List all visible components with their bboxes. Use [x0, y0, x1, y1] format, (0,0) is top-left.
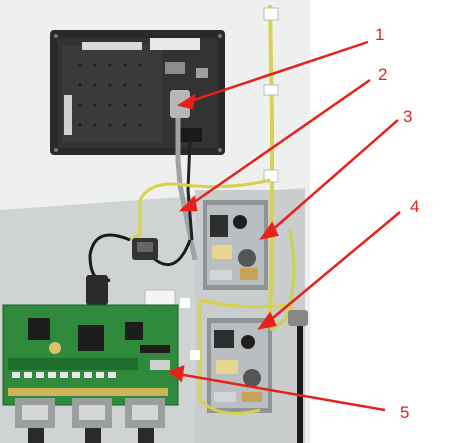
callout-arrow-1 [176, 93, 196, 110]
callout-label-2: 2 [378, 65, 387, 84]
right-margin [310, 0, 450, 443]
hmi-ce-label [150, 38, 200, 50]
callout-line-5 [177, 372, 386, 412]
pcb-board [2, 304, 179, 406]
hmi-side-label [64, 95, 72, 135]
cable-clip-top [263, 7, 279, 21]
cable-tie-2 [190, 350, 200, 360]
callout-arrow-5 [167, 365, 185, 383]
hmi-db9-port [165, 62, 185, 74]
callout-arrow-3 [259, 221, 279, 240]
yellow-cable-left [129, 200, 142, 242]
callout-arrow-2 [178, 195, 198, 212]
yellow-cable-loop [138, 178, 271, 201]
callout-arrow-4 [257, 311, 277, 330]
cable-gland [288, 310, 308, 326]
cable-clip-low [263, 169, 279, 183]
hmi-sticker [82, 42, 142, 50]
cable-tie-1 [180, 298, 190, 308]
hmi-ethernet-port [196, 68, 208, 78]
power-supply-2 [207, 318, 272, 413]
callout-label-1: 1 [375, 25, 384, 44]
callout-line-1 [187, 40, 369, 104]
vertical-cable [268, 4, 274, 321]
callout-label-5: 5 [400, 403, 409, 422]
power-supply-1 [203, 200, 268, 290]
callout-label-4: 4 [410, 197, 419, 216]
callout-line-4 [267, 211, 401, 323]
callout-line-3 [269, 119, 399, 233]
callout-line-2 [189, 78, 371, 207]
cable-clip-mid [263, 84, 279, 96]
pcb-connectors [15, 398, 165, 443]
psu-yellow-cable-2 [198, 300, 261, 415]
callout-label-3: 3 [403, 107, 412, 126]
serial-connector [86, 275, 108, 305]
hmi-panel [50, 30, 225, 155]
ground-cable [269, 229, 296, 332]
callout-lines [167, 40, 401, 412]
hmi-power-terminal [180, 128, 202, 142]
hmi-black-cable [186, 139, 194, 241]
